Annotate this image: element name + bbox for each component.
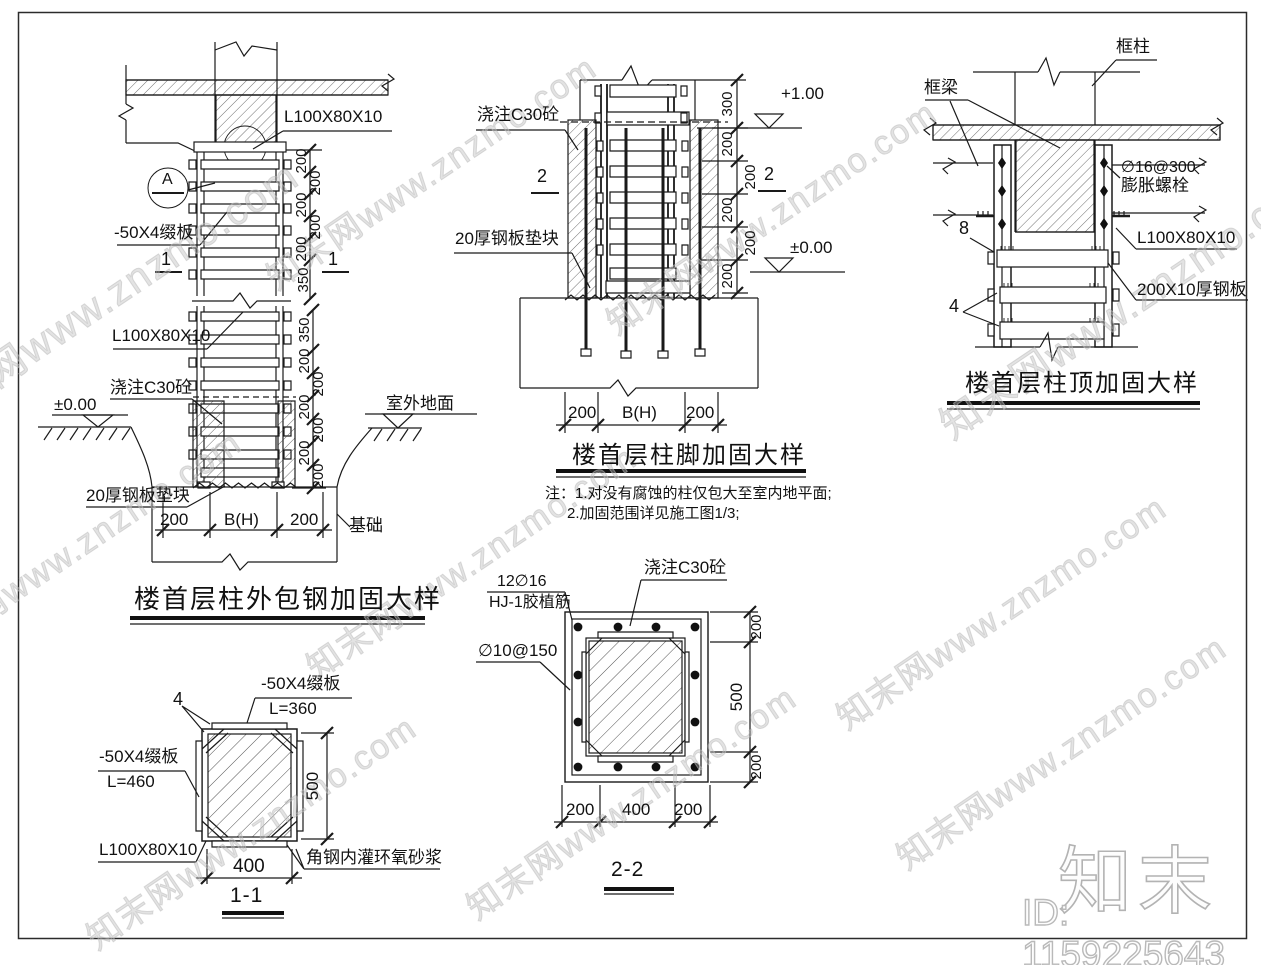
dim-label: 200 [719,131,736,157]
bolt-name-label: 膨胀螺栓 [1121,176,1189,195]
batten-spec-label: -50X4缀板 [99,747,179,766]
cut-mark-2-left: 2 [537,166,548,186]
concrete-label: 浇注C30砼 [110,378,193,397]
concrete-label: 浇注C30砼 [477,105,560,124]
dim-label: 200 [748,614,765,640]
dim-label: B(H) [622,403,657,422]
dim-label: 200 [310,371,327,397]
section-title: 2-2 [611,858,645,881]
level-mark: ±0.00 [790,238,833,257]
batten-length-label: L=460 [107,772,155,791]
dim-label: 200 [742,230,759,256]
dim-label: 200 [160,510,189,529]
angle-spec-label: L100X80X10 [284,107,383,126]
angle-spec-label: L100X80X10 [112,326,211,345]
frame-beam-label: 框梁 [924,78,958,97]
angle-spec-label: L100X80X10 [1137,228,1236,247]
batten-length-label: L=360 [269,699,317,718]
dim-label: 200 [307,214,324,240]
dim-label: 200 [686,403,715,422]
rebar-type-label: HJ-1胶植筋 [489,594,571,611]
view-detail-mid [454,64,845,478]
dim-label: 200 [568,403,597,422]
plate-spec-label: 200X10厚钢板 [1137,280,1247,299]
dim-label: 500 [303,771,322,801]
mark-4: 4 [949,296,960,316]
ground-label: 室外地面 [386,394,454,413]
batten-spec-label: -50X4缀板 [114,223,194,242]
dim-label: 300 [719,91,736,117]
dim-label: 200 [719,263,736,289]
cut-mark-1-left: 1 [161,249,172,269]
dim-label: 200 [566,800,595,819]
angle-spec-label: L100X80X10 [99,840,198,859]
frame-column-label: 框柱 [1116,37,1150,56]
dim-label: 400 [233,856,265,877]
batten-spec-label: -50X4缀板 [261,674,341,693]
pad-label: 20厚钢板垫块 [455,229,559,248]
dim-label: 200 [742,164,759,190]
level-mark: +1.00 [781,84,825,103]
mark-4: 4 [173,689,184,709]
concrete-label: 浇注C30砼 [644,558,727,577]
section-title: 1-1 [230,884,264,907]
dim-label: 200 [748,754,765,780]
pad-label: 20厚钢板垫块 [86,486,190,505]
dim-label: 200 [290,510,319,529]
view-section-2-2 [476,579,758,895]
dim-label: 200 [719,197,736,223]
note-line: 2.加固范围详见施工图1/3; [567,505,740,522]
cut-mark-1-right: 1 [328,249,339,269]
detail-bubble-label: A [162,171,173,188]
cut-mark-2-right: 2 [764,164,775,184]
site-logo: 知末 [1057,839,1218,924]
view-detail-right [922,56,1248,410]
dim-label: 350 [295,267,312,293]
foundation-label: 基础 [349,516,383,535]
grout-label: 角钢内灌环氧砂浆 [306,848,442,867]
dim-label: 400 [622,800,651,819]
dim-label: 200 [310,463,327,489]
view-title-left: 楼首层柱外包钢加固大样 [134,584,443,614]
view-title-right: 楼首层柱顶加固大样 [965,370,1199,397]
image-id-label: ID: 1159225643 [1021,891,1226,965]
dim-label: 200 [674,800,703,819]
dim-label: B(H) [224,510,259,529]
stirrup-spec-label: ∅10@150 [478,641,558,660]
dim-label: 200 [307,170,324,196]
dim-label: 200 [310,417,327,443]
view-section-1-1 [98,697,440,919]
mark-8: 8 [959,218,970,238]
bolt-spec-label: ∅16@300 [1121,159,1196,176]
note-line: 注：1.对没有腐蚀的柱仅包大至室内地平面; [545,485,832,502]
view-title-mid: 楼首层柱脚加固大样 [572,442,806,469]
level-mark: ±0.00 [54,395,97,414]
dim-label: 500 [727,682,746,712]
sheet-border [17,11,1248,940]
view-detail-left [38,41,477,625]
rebar-spec-label: 12∅16 [497,573,547,590]
